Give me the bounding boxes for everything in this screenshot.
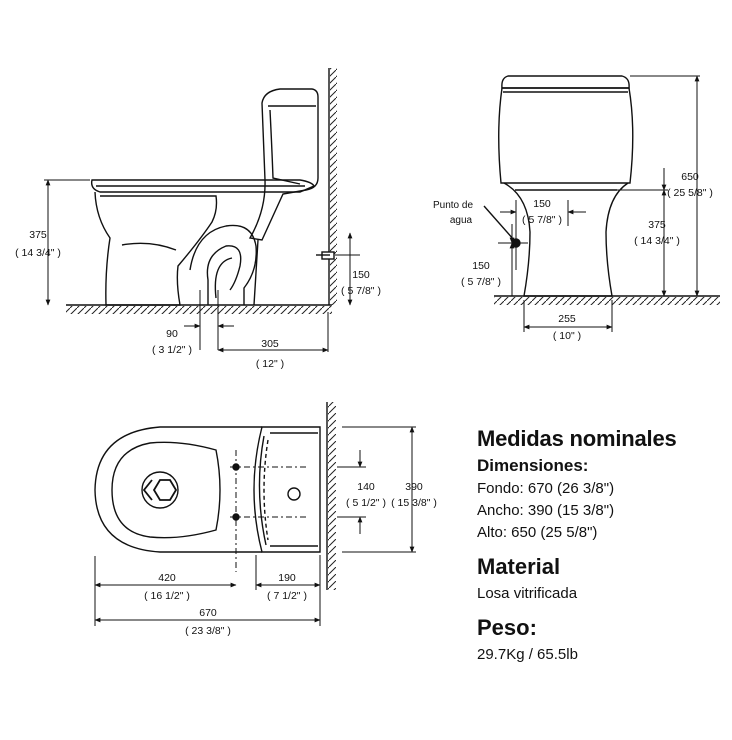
top-tank-depth-mm: 190	[278, 572, 296, 584]
height-spec: Alto: 650 (25 5/8")	[477, 524, 598, 541]
material-heading: Material	[477, 554, 561, 579]
top-bolt-spacing-in: ( 5 1/2" )	[346, 497, 386, 509]
top-bolt-spacing-mm: 140	[357, 481, 375, 493]
side-trapway-inner	[214, 257, 233, 299]
front-base-width-in: ( 10" )	[553, 330, 581, 342]
side-supply-height-in: ( 5 7/8" )	[341, 285, 381, 297]
side-bowl	[94, 191, 218, 306]
top-tank	[253, 426, 321, 553]
dimensions-heading: Dimensiones:	[477, 456, 589, 475]
top-dimensions	[94, 426, 416, 626]
front-floor-hatch	[494, 297, 720, 305]
side-outlet-offset-in: ( 3 1/2" )	[152, 344, 192, 356]
top-total-width-in: ( 15 3/8" )	[391, 497, 437, 509]
front-base-width-mm: 255	[558, 313, 576, 325]
front-water-point-label-2: agua	[450, 215, 473, 226]
weight-heading: Peso:	[477, 615, 537, 640]
top-bowl-length-in: ( 16 1/2" )	[144, 590, 190, 602]
front-tank-lid	[501, 75, 630, 89]
side-dimensions	[44, 179, 360, 353]
top-total-length-in: ( 23 3/8" )	[185, 625, 231, 637]
front-water-point-label-1: Punto de	[433, 200, 473, 211]
front-base	[503, 182, 629, 297]
front-dimensions	[498, 75, 700, 332]
specs-panel: Medidas nominales Dimensiones: Fondo: 67…	[477, 426, 727, 666]
side-tank	[248, 88, 319, 241]
top-view	[94, 402, 336, 590]
side-tank-inner	[269, 109, 301, 185]
side-view	[66, 68, 337, 314]
top-tank-depth-in: ( 7 1/2" )	[267, 590, 307, 602]
width-spec: Ancho: 390 (15 3/8")	[477, 502, 615, 519]
side-seat	[90, 179, 315, 193]
front-seat-height-in: ( 14 3/4" )	[634, 235, 680, 247]
side-outlet-offset-mm: 90	[166, 328, 178, 340]
side-supply-height-mm: 150	[352, 269, 370, 281]
top-total-length-mm: 670	[199, 607, 217, 619]
top-bowl-outer	[94, 426, 262, 553]
side-foot-right	[253, 239, 259, 306]
front-water-height-mm: 150	[472, 260, 490, 272]
side-wall-hatch	[330, 68, 337, 305]
side-height-mm: 375	[29, 229, 47, 241]
top-bowl-inner	[111, 441, 221, 539]
front-tank	[498, 87, 634, 184]
side-bowl-water	[121, 242, 177, 251]
front-seat-height-mm: 375	[648, 219, 666, 231]
side-rough-in-mm: 305	[261, 338, 279, 350]
front-water-offset-mm: 150	[533, 198, 551, 210]
side-trapway	[189, 224, 257, 305]
front-total-height-in: ( 25 5/8" )	[667, 187, 713, 199]
side-height-in: ( 14 3/4" )	[15, 247, 61, 259]
top-tank-hole	[287, 487, 301, 501]
side-floor-hatch	[66, 306, 332, 314]
top-bowl-length-mm: 420	[158, 572, 176, 584]
side-rough-in-in: ( 12" )	[256, 358, 284, 370]
top-wall-hatch	[328, 402, 336, 590]
top-total-width-mm: 390	[405, 481, 423, 493]
depth-spec: Fondo: 670 (26 3/8")	[477, 480, 615, 497]
specs-title: Medidas nominales	[477, 426, 677, 451]
front-water-height-in: ( 5 7/8" )	[461, 276, 501, 288]
material-value: Losa vitrificada	[477, 585, 578, 602]
front-water-offset-in: ( 5 7/8" )	[522, 214, 562, 226]
front-total-height-mm: 650	[681, 171, 699, 183]
weight-value: 29.7Kg / 65.5lb	[477, 646, 578, 663]
top-drain	[141, 471, 179, 509]
